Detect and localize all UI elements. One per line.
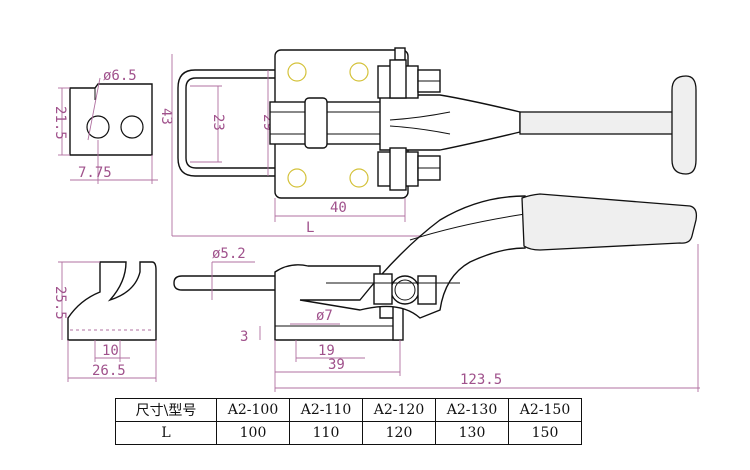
dim-base-length: 40 <box>330 200 347 216</box>
dim-block-26-5: 26.5 <box>92 363 126 379</box>
dim-inner-23: 23 <box>210 114 226 131</box>
spec-cell: L <box>115 421 217 445</box>
dim-overall-length: 123.5 <box>460 372 502 388</box>
spec-table: 尺寸\型号 A2-100 A2-110 A2-120 A2-130 A2-150… <box>115 398 582 445</box>
top-end-block-dims: ø6.5 21.5 7.75 43 <box>52 54 174 236</box>
dim-length-l: L <box>306 220 314 236</box>
dim-hole-pitch: 7.75 <box>78 165 112 181</box>
spec-header-cell: A2-130 <box>435 398 509 422</box>
spec-cell: 130 <box>435 421 509 445</box>
spec-cell: 120 <box>362 421 436 445</box>
side-end-block: 25.5 10 26.5 <box>52 261 157 382</box>
dim-rod-dia: ø5.2 <box>212 246 246 262</box>
spec-header-cell: A2-150 <box>508 398 582 422</box>
spec-header-cell: A2-100 <box>216 398 290 422</box>
dim-block-height-side: 25.5 <box>52 286 68 320</box>
dim-spacing-19: 19 <box>318 343 335 359</box>
spec-header-cell: A2-110 <box>289 398 363 422</box>
t-handle <box>519 75 697 175</box>
side-view: 25.5 10 26.5 ø5.2 <box>52 193 700 392</box>
dim-offset-3: 3 <box>240 329 248 345</box>
top-linkage <box>269 59 521 191</box>
top-bottom-dims: 40 L <box>172 198 510 237</box>
spec-cell: 100 <box>216 421 290 445</box>
spec-header-cell: 尺寸\型号 <box>115 398 217 422</box>
dim-block-10: 10 <box>102 343 119 359</box>
dim-block-height-top: 21.5 <box>52 106 68 140</box>
spec-cell: 150 <box>508 421 582 445</box>
side-dims: ø7 3 19 39 123.5 <box>240 244 700 392</box>
top-end-block <box>69 77 153 156</box>
spec-data-row: L 100 110 120 130 150 <box>115 421 582 445</box>
dim-overall-height: 43 <box>158 108 174 125</box>
side-lever <box>299 193 698 319</box>
spec-cell: 110 <box>289 421 363 445</box>
spec-header-cell: A2-120 <box>362 398 436 422</box>
dim-spacing-39: 39 <box>328 357 345 373</box>
dim-hole-dia-7: ø7 <box>316 308 333 324</box>
dim-hole-dia: ø6.5 <box>103 68 137 84</box>
spec-header-row: 尺寸\型号 A2-100 A2-110 A2-120 A2-130 A2-150 <box>115 398 582 422</box>
top-view: ø6.5 21.5 7.75 43 23 29 <box>52 47 697 237</box>
